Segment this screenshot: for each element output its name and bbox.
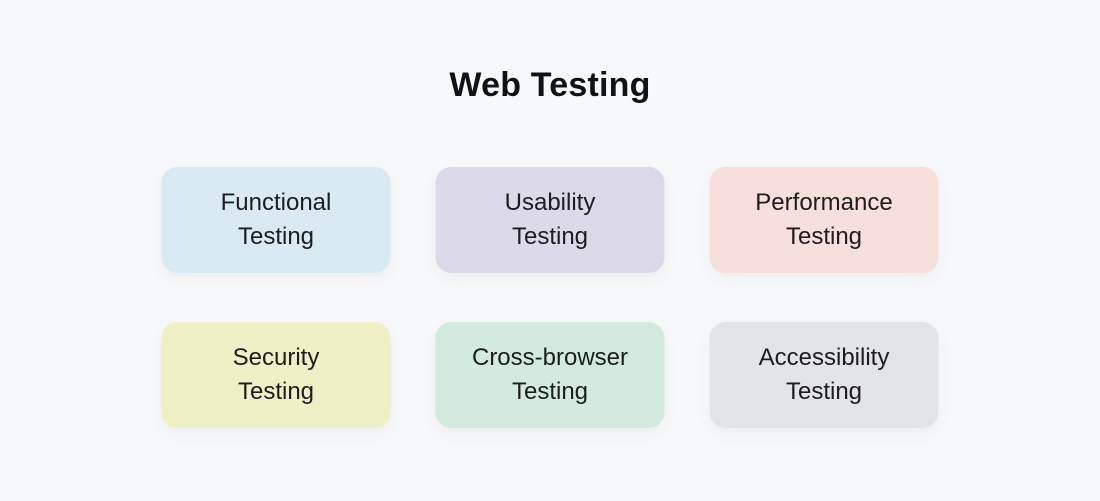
card-security-testing: Security Testing [161, 322, 391, 428]
card-accessibility-testing: Accessibility Testing [709, 322, 939, 428]
diagram-title: Web Testing [449, 66, 651, 104]
card-label-line: Performance [755, 189, 893, 216]
card-performance-testing: Performance Testing [709, 167, 939, 273]
card-label-line: Usability [504, 189, 596, 216]
card-usability-testing: Usability Testing [435, 167, 665, 273]
card-label-line: Testing [511, 223, 589, 250]
card-grid: Functional Testing Usability Testing Per… [161, 167, 939, 428]
card-label-line: Cross-browser [471, 344, 629, 371]
card-label-line: Testing [785, 223, 863, 250]
card-label-line: Functional [220, 189, 332, 216]
card-label-line: Accessibility [758, 344, 890, 371]
card-label-line: Testing [237, 378, 315, 405]
card-label-line: Testing [511, 378, 589, 405]
card-functional-testing: Functional Testing [161, 167, 391, 273]
card-label-line: Security [232, 344, 320, 371]
card-label-line: Testing [785, 378, 863, 405]
card-cross-browser-testing: Cross-browser Testing [435, 322, 665, 428]
card-label-line: Testing [237, 223, 315, 250]
